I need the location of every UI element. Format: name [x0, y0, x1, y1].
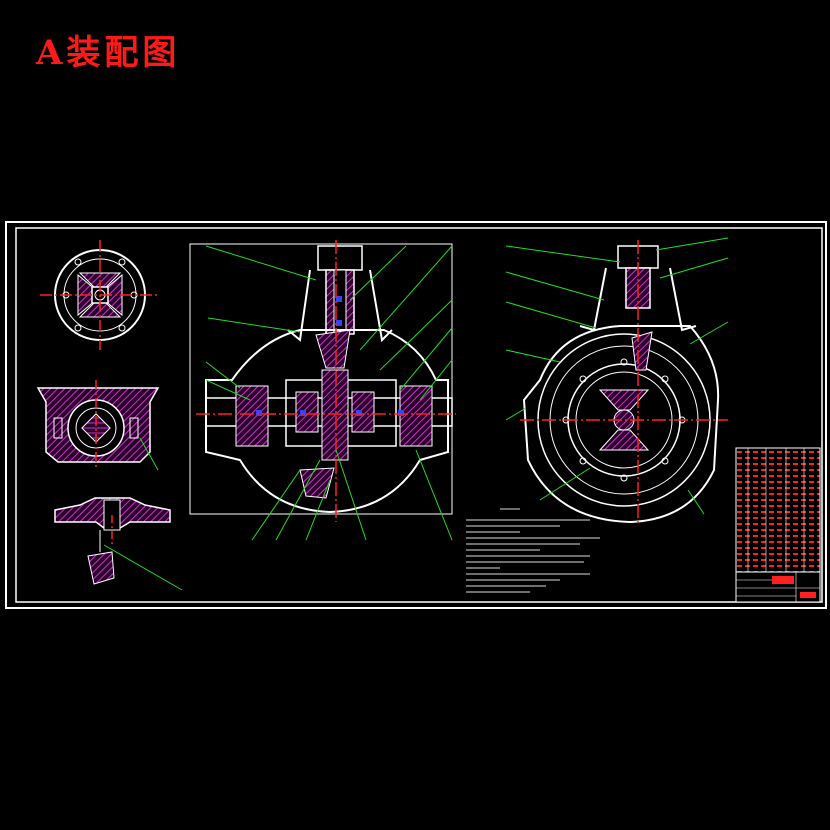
detail-section-view	[54, 497, 183, 591]
section-view-housing	[36, 380, 160, 471]
inner-frame	[15, 227, 823, 603]
title-block	[735, 571, 821, 603]
page-title: A装配图	[36, 33, 181, 73]
technical-notes-block	[466, 508, 600, 593]
outer-frame	[5, 221, 827, 609]
parts-list-table	[735, 447, 821, 573]
end-view-disc	[40, 240, 160, 350]
main-section-view	[189, 240, 456, 541]
side-view-housing	[505, 237, 729, 526]
